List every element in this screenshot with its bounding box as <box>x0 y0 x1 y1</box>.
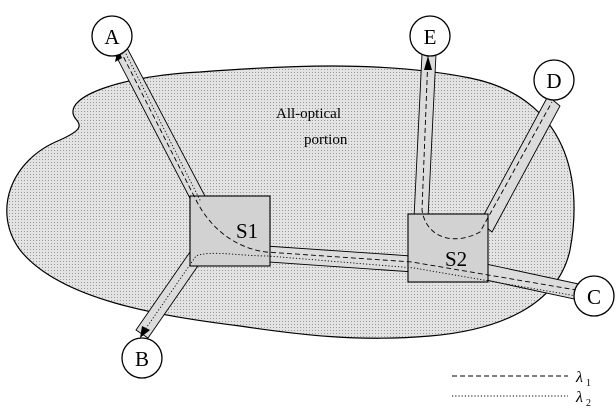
arrow-into-e <box>424 56 432 70</box>
node-e-label: E <box>424 25 437 49</box>
node-d: D <box>533 59 575 101</box>
lambda2-path-b-c <box>141 252 589 335</box>
legend-lambda2-subscript: 2 <box>586 398 591 408</box>
region-label-line2: portion <box>304 132 348 148</box>
legend-lambda1-symbol: λ <box>575 369 583 386</box>
lambda1-path-e-d <box>421 55 553 240</box>
node-a-label: A <box>104 25 120 49</box>
node-b: B <box>121 337 163 379</box>
lambda1-path-a-c <box>119 49 589 293</box>
node-e: E <box>409 15 451 57</box>
node-a: A <box>91 15 133 57</box>
region-label-line1: All-optical <box>276 106 341 122</box>
node-b-label: B <box>135 347 149 371</box>
fiber-d-s2 <box>479 95 561 233</box>
node-c: C <box>573 275 615 317</box>
node-c-label: C <box>587 285 601 309</box>
switch-s1-label: S1 <box>236 219 258 243</box>
switch-s2 <box>407 213 489 283</box>
legend-lambda2-symbol: λ <box>575 389 583 406</box>
legend-lambda1-subscript: 1 <box>586 378 591 389</box>
switch-s2-label: S2 <box>445 247 467 271</box>
arrow-into-b <box>140 326 150 338</box>
legend: λ 1 λ 2 <box>452 369 591 408</box>
node-d-label: D <box>546 69 561 93</box>
